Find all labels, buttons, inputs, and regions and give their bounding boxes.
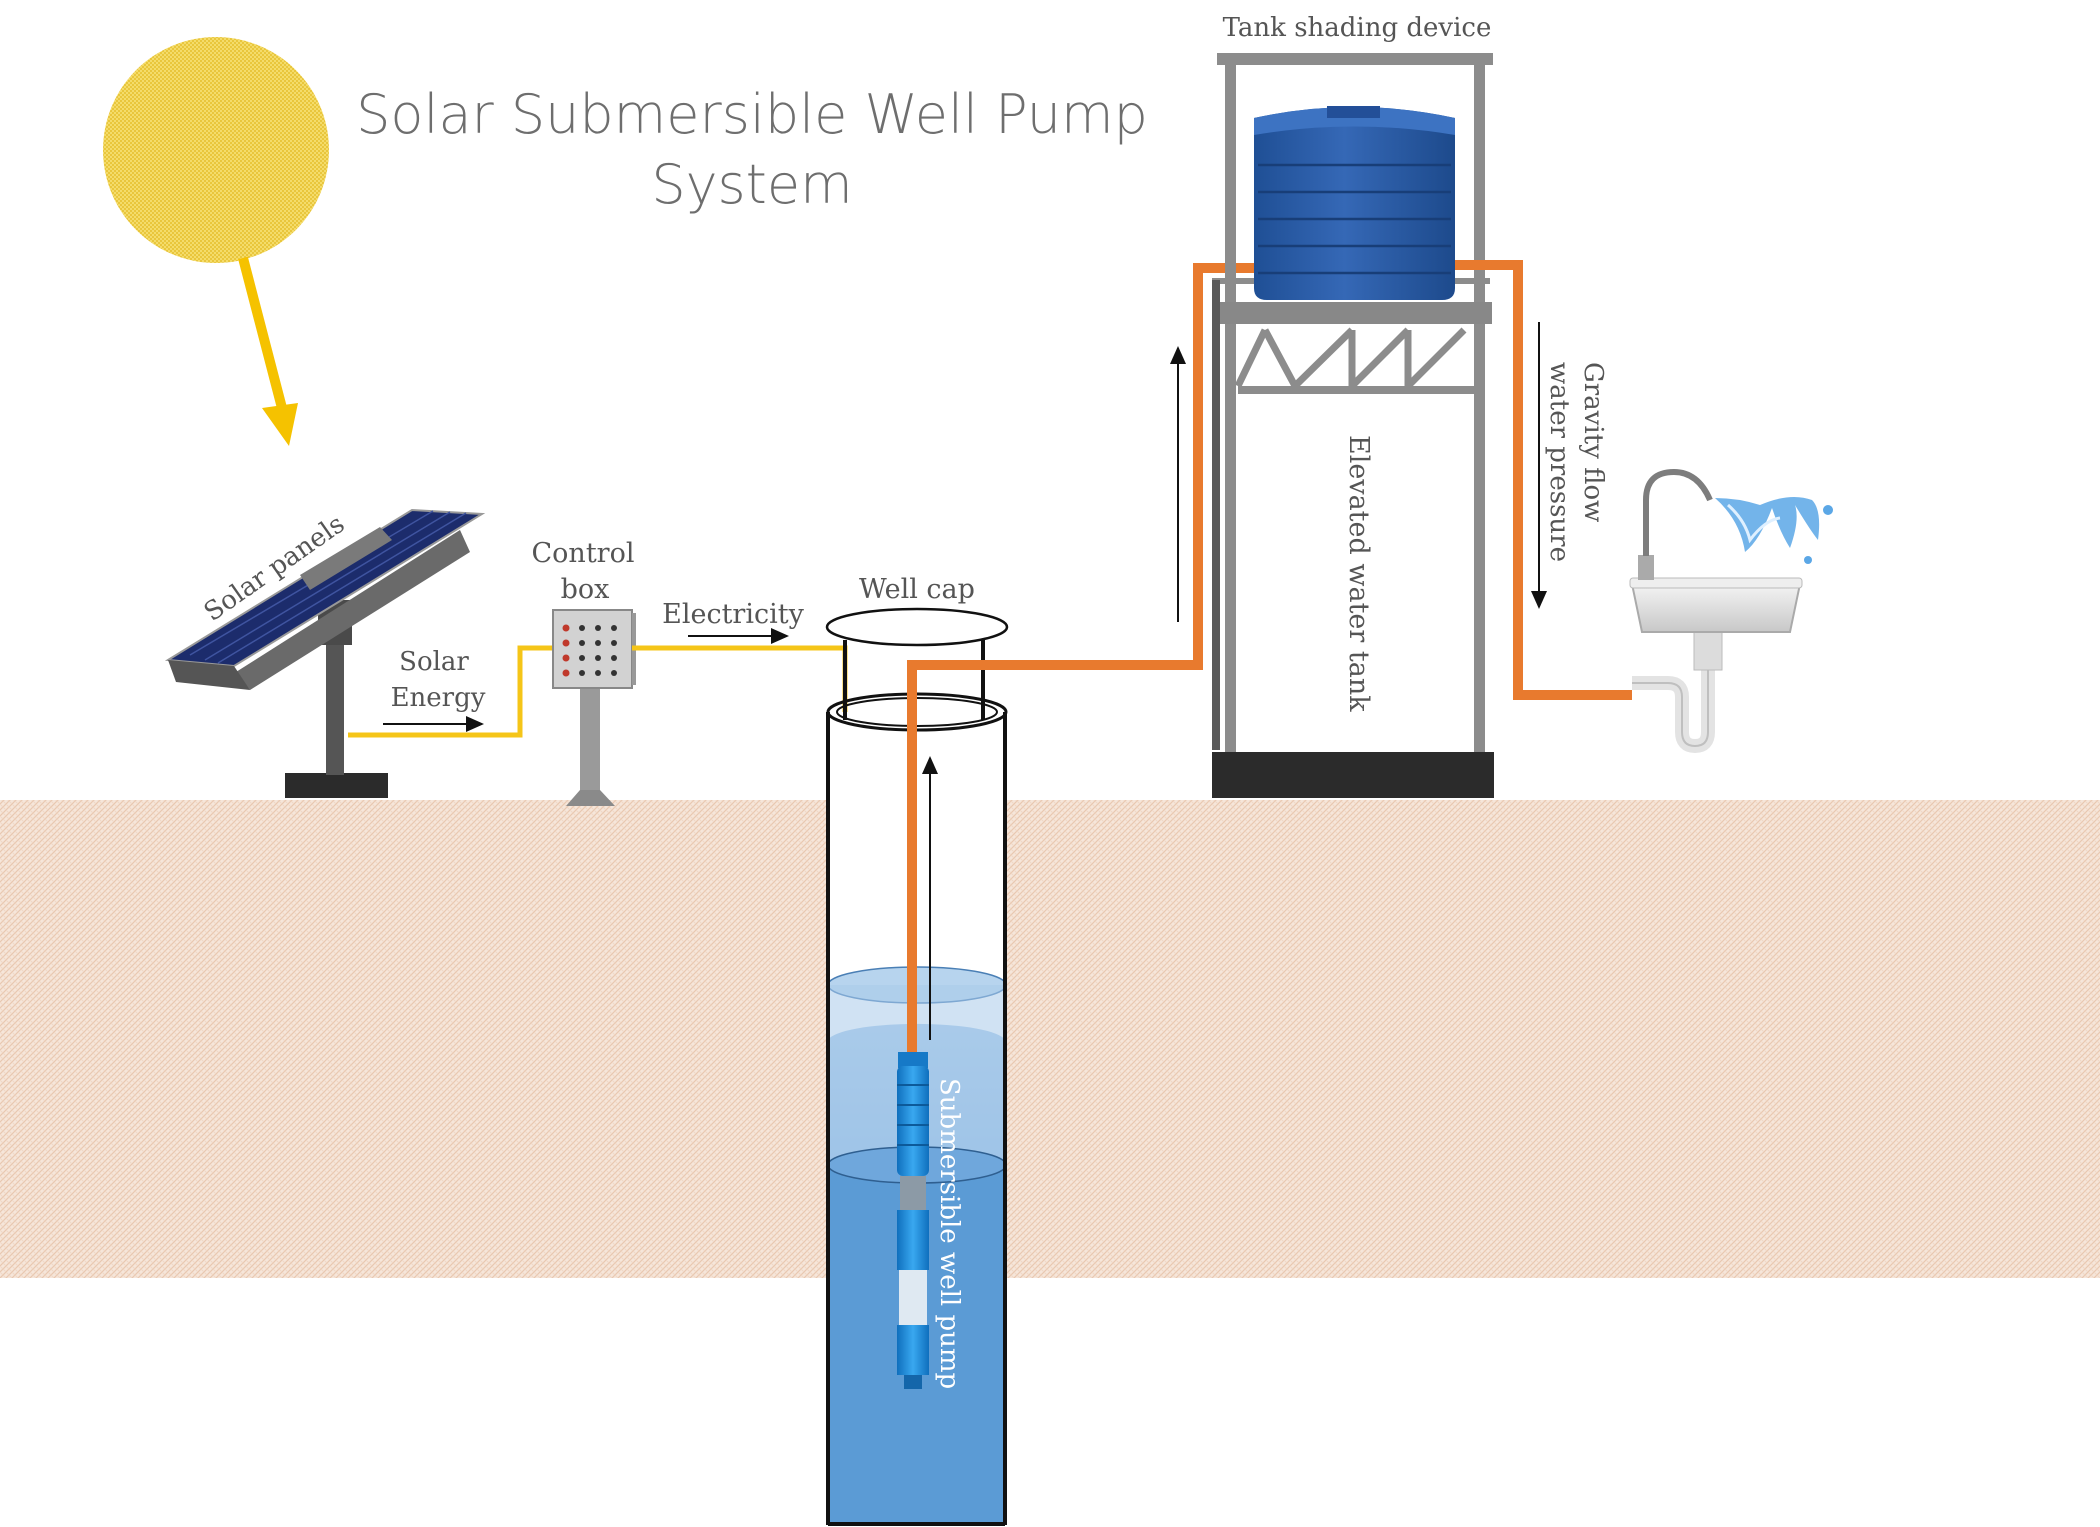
solar-energy-label-line2: Energy xyxy=(391,683,486,713)
gravity-flow-label-line1: Gravity flow xyxy=(1578,362,1608,522)
gravity-flow-label-line2: water pressure xyxy=(1544,362,1574,562)
water-pipe-supply xyxy=(907,263,1260,1055)
sun-ray-arrow xyxy=(238,256,298,446)
electricity-label: Electricity xyxy=(662,599,804,630)
sun-icon xyxy=(103,37,329,263)
tank-shading-device-label: Tank shading device xyxy=(1223,13,1492,43)
control-box-label-line1: Control xyxy=(532,538,635,569)
solar-energy-wire xyxy=(348,645,555,738)
ground xyxy=(0,800,2100,1278)
sink-icon xyxy=(1629,577,1803,754)
solar-energy-label-line1: Solar xyxy=(399,647,469,677)
water-splash-icon xyxy=(1715,496,1833,564)
submersible-pump-icon xyxy=(897,1052,929,1389)
well-cap-label: Well cap xyxy=(859,574,975,605)
water-pipe-outflow xyxy=(1455,260,1632,700)
control-box-label-line2: box xyxy=(561,574,610,605)
submersible-pump-label: Submersible well pump xyxy=(934,1078,964,1389)
well-cap-icon xyxy=(825,607,1009,720)
diagram-title-line1: Solar Submersible Well Pump xyxy=(356,83,1148,146)
faucet-icon xyxy=(1638,468,1713,580)
solar-panel-icon xyxy=(164,508,486,798)
diagram-title-line2: System xyxy=(651,153,852,216)
control-box-icon xyxy=(552,609,636,806)
water-tank-icon xyxy=(1254,106,1455,300)
tank-stand xyxy=(1212,53,1494,798)
elevated-water-tank-label: Elevated water tank xyxy=(1343,435,1374,712)
